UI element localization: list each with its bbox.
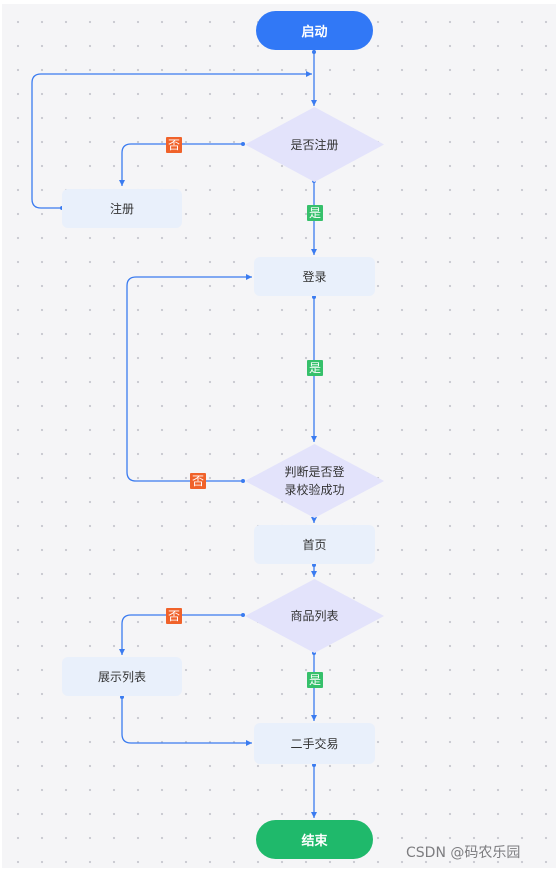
end-node: 结束 — [256, 820, 373, 859]
login-check-label: 判断是否登 录校验成功 — [284, 463, 344, 499]
start-label: 启动 — [301, 25, 328, 40]
decision-product-list: 商品列表 — [245, 579, 384, 653]
yes-tag-login-check: 是 — [307, 360, 324, 376]
decision-login-check: 判断是否登 录校验成功 — [245, 444, 384, 518]
watermark: CSDN @码农乐园 — [406, 845, 521, 861]
product-list-label: 商品列表 — [290, 609, 339, 623]
yes-tag-login: 是 — [307, 205, 324, 221]
is-registered-label: 是否注册 — [290, 137, 339, 152]
show-list-node: 展示列表 — [62, 657, 182, 696]
start-node: 启动 — [256, 11, 373, 50]
home-node: 首页 — [254, 525, 375, 564]
edge-show-trade — [121, 697, 252, 746]
home-label: 首页 — [302, 538, 327, 552]
register-node: 注册 — [62, 189, 182, 228]
no-tag-show-list: 否 — [166, 608, 183, 624]
login-node: 登录 — [254, 257, 375, 296]
edge-products-no-show — [119, 614, 243, 655]
login-label: 登录 — [302, 270, 327, 284]
no-tag-register: 否 — [166, 137, 183, 153]
decision-shape — [245, 107, 384, 182]
second-hand-trade-node: 二手交易 — [254, 723, 375, 764]
edge-logincheck-no-login — [126, 274, 252, 482]
decision-is-registered: 是否注册 — [245, 107, 384, 182]
login-check-line2: 录校验成功 — [284, 483, 345, 497]
show-list-label: 展示列表 — [97, 670, 146, 684]
edge-check-no-register — [119, 143, 243, 186]
register-label: 注册 — [109, 202, 134, 216]
yes-tag-trade: 是 — [307, 672, 324, 688]
edge-register-loop — [31, 71, 312, 209]
decision-shape — [245, 444, 384, 518]
end-label: 结束 — [301, 834, 328, 849]
no-tag-login-retry: 否 — [190, 473, 207, 489]
second-hand-trade-label: 二手交易 — [290, 737, 339, 751]
decision-shape — [245, 579, 384, 653]
login-check-line1: 判断是否登 — [284, 465, 345, 479]
